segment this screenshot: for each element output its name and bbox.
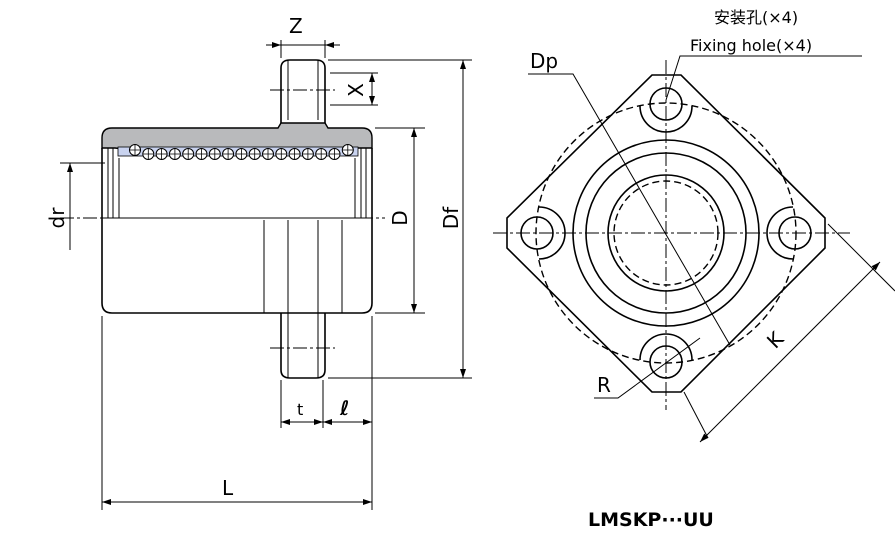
front-view: 安装孔(×4) Fixing hole(×4) Dp R K [493,8,895,443]
dim-k-label: K [762,326,789,353]
dim-dr-label: dr [45,207,69,229]
dim-l-label: L [222,476,234,500]
ball-row [129,144,354,160]
dim-r-label: R [597,373,611,397]
fixing-hole-cn-label: 安装孔(×4) [714,8,798,27]
fixing-hole-en-label: Fixing hole(×4) [690,36,812,55]
flange-bottom [280,313,326,379]
flange-top [280,59,326,128]
model-title: LMSKP···UU [588,509,714,531]
flange-outline [506,74,826,393]
dim-df-label: Df [439,206,463,229]
dim-z-label: Z [289,14,303,38]
side-view: Z X dr D Df t ℓ L [45,14,472,510]
dim-x-label: X [344,83,368,97]
body-outline [101,148,373,314]
dim-t-label: t [297,400,303,419]
dim-l-small-label: ℓ [339,396,349,420]
dim-dp-label: Dp [530,49,558,73]
dim-d-label: D [388,210,412,225]
